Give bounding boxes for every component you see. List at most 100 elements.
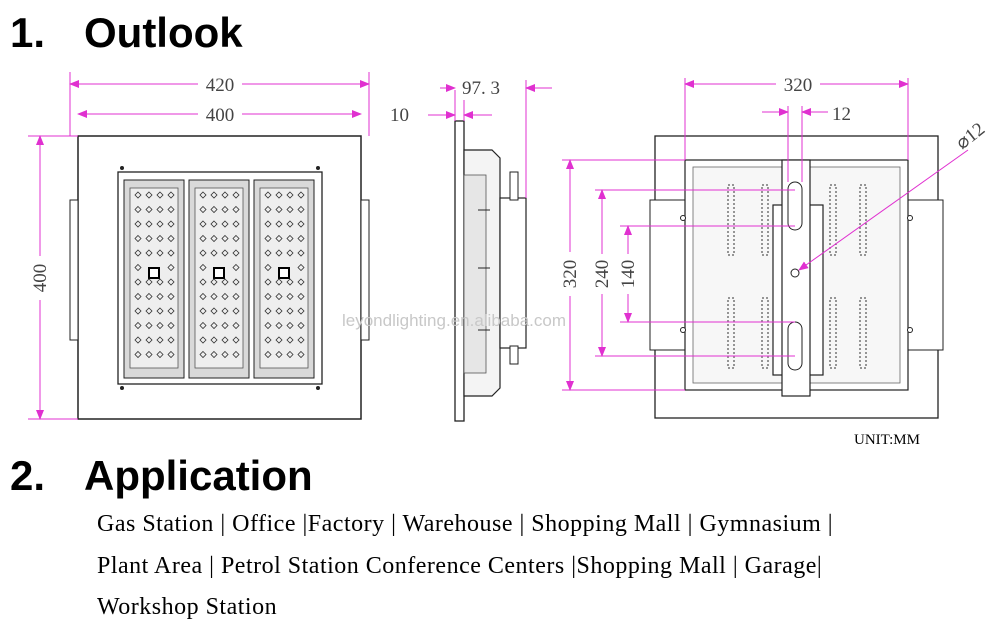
led-lens-icon <box>286 307 294 315</box>
led-lens-icon <box>167 220 175 228</box>
led-lens-icon <box>286 205 294 214</box>
led-lens-icon <box>167 321 175 330</box>
led-lens-icon <box>210 234 218 243</box>
led-lens-icon <box>145 350 153 359</box>
back-left-tab <box>649 199 686 351</box>
led-lens-icon <box>134 234 142 243</box>
center-hole-icon <box>790 268 800 278</box>
front-view: 420 400 400 <box>28 72 370 420</box>
vent-slot <box>761 297 769 369</box>
led-lens-icon <box>221 336 229 344</box>
led-lens-icon <box>210 249 218 257</box>
led-lens-icon <box>297 234 305 243</box>
led-lens-icon <box>134 191 142 199</box>
led-lens-icon <box>145 307 153 315</box>
led-lens-icon <box>232 350 240 359</box>
led-lens-icon <box>210 220 218 228</box>
led-lens-icon <box>232 278 240 286</box>
led-lens-icon <box>275 321 283 330</box>
led-lens-icon <box>264 249 272 257</box>
led-lens-icon <box>232 263 240 272</box>
led-lens-icon <box>275 220 283 228</box>
vent-slot <box>829 297 837 369</box>
led-lens-icon <box>199 249 207 257</box>
led-lens-icon <box>156 350 164 359</box>
led-lens-icon <box>297 321 305 330</box>
led-lens-icon <box>145 191 153 199</box>
led-lens-icon <box>232 191 240 199</box>
led-lens-icon <box>297 249 305 257</box>
led-lens-icon <box>221 220 229 228</box>
led-lens-icon <box>275 278 283 286</box>
led-lens-icon <box>156 249 164 257</box>
dim-97-3: 97. 3 <box>462 78 500 99</box>
led-lens-icon <box>167 234 175 243</box>
led-lens-icon <box>134 321 142 330</box>
led-lens-icon <box>145 278 153 286</box>
led-lens-icon <box>221 307 229 315</box>
led-lens-icon <box>275 191 283 199</box>
back-view: 320 12 ⌀12 320 240 140 <box>560 74 989 419</box>
led-lens-icon <box>286 336 294 344</box>
led-lens-icon <box>156 336 164 344</box>
led-lens-icon <box>199 336 207 344</box>
dim-400-height: 400 <box>30 264 51 293</box>
heat-sink-vents <box>727 184 867 369</box>
vent-slot <box>859 297 867 369</box>
dim-140: 140 <box>618 260 639 289</box>
dim-240: 240 <box>592 260 613 289</box>
led-lens-icon <box>134 350 142 359</box>
led-lens-icon <box>275 292 283 301</box>
led-lens-icon <box>167 191 175 199</box>
led-lens-icon <box>275 205 283 214</box>
outlook-technical-drawing: 420 400 400 10 97. 3 leyondlighting.en.a… <box>28 72 989 448</box>
led-lens-icon <box>145 336 153 344</box>
dim-320-width: 320 <box>784 75 813 96</box>
led-lens-icon <box>275 350 283 359</box>
led-lens-icon <box>167 263 175 272</box>
led-lens-icon <box>264 292 272 301</box>
led-lens-icon <box>167 249 175 257</box>
led-lens-icon <box>275 234 283 243</box>
led-lens-icon <box>232 205 240 214</box>
led-lens-icon <box>210 321 218 330</box>
led-lens-icon <box>199 220 207 228</box>
led-lens-icon <box>232 234 240 243</box>
led-lens-icon <box>232 220 240 228</box>
led-lens-icon <box>297 350 305 359</box>
led-lens-icon <box>221 249 229 257</box>
side-plate <box>454 120 465 422</box>
side-view: 10 97. 3 <box>390 78 552 422</box>
section-title: Application <box>84 452 313 499</box>
led-lens-icon <box>297 307 305 315</box>
led-lens-icon <box>210 278 218 286</box>
vent-slot <box>829 184 837 256</box>
left-mount-tab <box>69 199 79 341</box>
led-lens-icon <box>286 321 294 330</box>
led-lens-icon <box>297 191 305 199</box>
led-lens-icon <box>264 321 272 330</box>
led-lens-icon <box>134 336 142 344</box>
led-lens-icon <box>275 336 283 344</box>
led-lens-icon <box>134 220 142 228</box>
led-lens-icon <box>210 307 218 315</box>
watermark-text: leyondlighting.en.alibaba.com <box>342 311 566 330</box>
led-lens-icon <box>199 278 207 286</box>
dim-10: 10 <box>390 105 409 126</box>
led-lens-icon <box>210 350 218 359</box>
led-module-3 <box>253 179 315 379</box>
led-lens-icon <box>297 220 305 228</box>
led-lens-icon <box>134 278 142 286</box>
led-lens-icon <box>210 191 218 199</box>
led-lens-icon <box>221 292 229 301</box>
led-lens-icon <box>286 278 294 286</box>
dim-12-slot: 12 <box>832 104 851 125</box>
led-lens-icon <box>145 249 153 257</box>
led-lens-icon <box>199 263 207 272</box>
led-lens-icon <box>156 220 164 228</box>
led-lens-icon <box>199 191 207 199</box>
section-heading-application: 2.Application <box>10 455 313 497</box>
led-lens-icon <box>264 336 272 344</box>
led-lens-icon <box>221 234 229 243</box>
led-lens-icon <box>167 205 175 214</box>
